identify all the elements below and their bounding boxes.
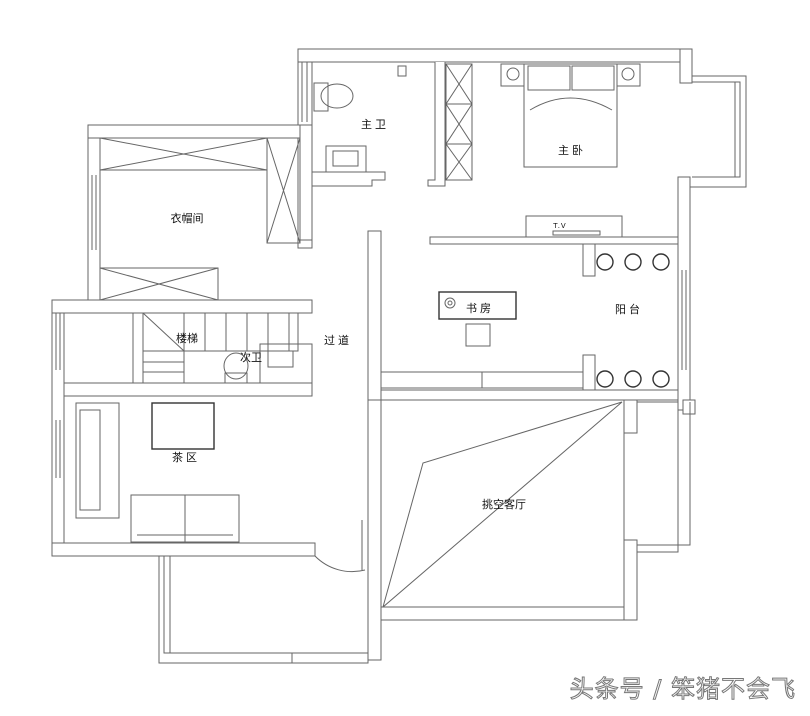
room-label-balcony: 阳台 (615, 303, 643, 316)
room-label-second-bath: 次卫 (240, 351, 262, 364)
room-label-master-bath: 主卫 (361, 118, 389, 131)
room-label-master-bedroom: 主卧 (558, 144, 586, 157)
plant-icons (596, 253, 670, 388)
walls (51, 48, 747, 664)
tv-label: T.V (553, 222, 567, 230)
room-label-walk-in-closet: 衣帽间 (170, 212, 204, 225)
room-label-open-living-room: 挑空客厅 (482, 498, 526, 511)
room-label-corridor: 过道 (324, 334, 352, 347)
room-label-study: 书房 (466, 302, 494, 315)
watermark: 头条号 / 笨猪不会飞 (569, 675, 796, 704)
room-label-tea-area: 茶区 (172, 451, 200, 464)
room-label-stairs: 楼梯 (176, 332, 198, 345)
furniture (75, 63, 670, 543)
